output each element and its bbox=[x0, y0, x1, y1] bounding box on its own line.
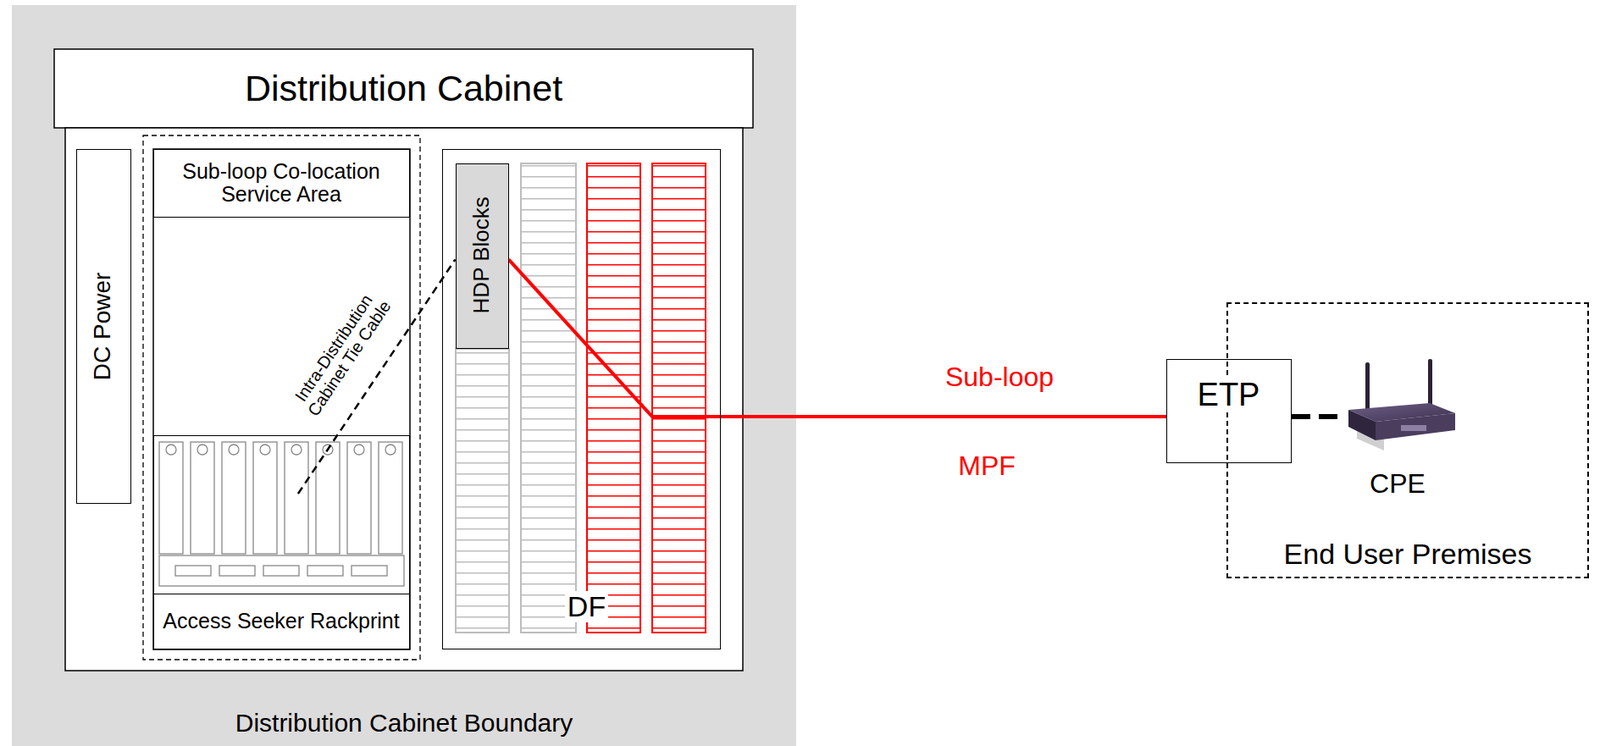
cpe-device: CPE bbox=[1338, 355, 1457, 500]
distribution-cabinet: DC Power Sub-loop Co-location Service Are… bbox=[54, 49, 753, 671]
node-label: DF bbox=[564, 591, 609, 623]
text-slot: DF bbox=[554, 586, 620, 628]
termination-point: ETP bbox=[1166, 359, 1292, 464]
service-label: MPF bbox=[957, 451, 1016, 482]
text-slot: Distribution Cabinet bbox=[54, 49, 753, 128]
rackprint-box: Access Seeker Rackprint bbox=[153, 435, 410, 650]
premises-region: CPE End User Premises bbox=[1226, 302, 1589, 579]
node-label: CPE bbox=[1367, 469, 1428, 499]
premises-wiring-connector bbox=[1291, 414, 1342, 420]
boundary-ground bbox=[11, 5, 797, 746]
colocation-area-outline bbox=[153, 149, 410, 650]
node-label: End User Premises bbox=[1282, 538, 1534, 571]
text-slot: DC Power bbox=[76, 149, 132, 504]
node-label: Access Seeker Rackprint bbox=[160, 609, 401, 634]
text-slot: HDP Blocks bbox=[454, 162, 509, 349]
power-unit: DC Power bbox=[76, 149, 132, 504]
node-label: Distribution Cabinet Boundary bbox=[233, 708, 576, 737]
boundary-region: DC Power Sub-loop Co-location Service Are… bbox=[11, 5, 797, 746]
node-label: Distribution Cabinet bbox=[243, 68, 565, 109]
node-label: DC Power bbox=[90, 270, 117, 383]
cabinet-body bbox=[65, 127, 743, 671]
access-seeker-rack bbox=[159, 442, 405, 587]
node-label: HDP Blocks bbox=[469, 194, 494, 316]
text-slot: ETP bbox=[1166, 375, 1292, 416]
text-slot: Access Seeker Rackprint bbox=[153, 593, 410, 650]
node-label: ETP bbox=[1195, 377, 1263, 414]
connector-label: Sub-loop bbox=[945, 362, 1054, 393]
distribution-frame-columns bbox=[455, 163, 706, 633]
hdp-block: HDP Blocks bbox=[455, 163, 510, 349]
subloop-connector bbox=[509, 259, 1168, 417]
router-icon bbox=[1348, 359, 1456, 451]
distribution-frame: HDP BlocksDF bbox=[442, 149, 721, 650]
node-label: Sub-loop Co-location Service Area bbox=[153, 160, 410, 207]
text-slot: End User Premises bbox=[1226, 534, 1589, 576]
text-slot: CPE bbox=[1338, 466, 1457, 503]
colocation-enclosure bbox=[143, 135, 421, 660]
cabinet-title-box bbox=[54, 49, 753, 128]
text-slot: Sub-loop Co-location Service Area bbox=[153, 149, 410, 218]
text-slot: Distribution Cabinet Boundary bbox=[11, 701, 797, 744]
service-area-box: Sub-loop Co-location Service Area bbox=[153, 149, 410, 218]
